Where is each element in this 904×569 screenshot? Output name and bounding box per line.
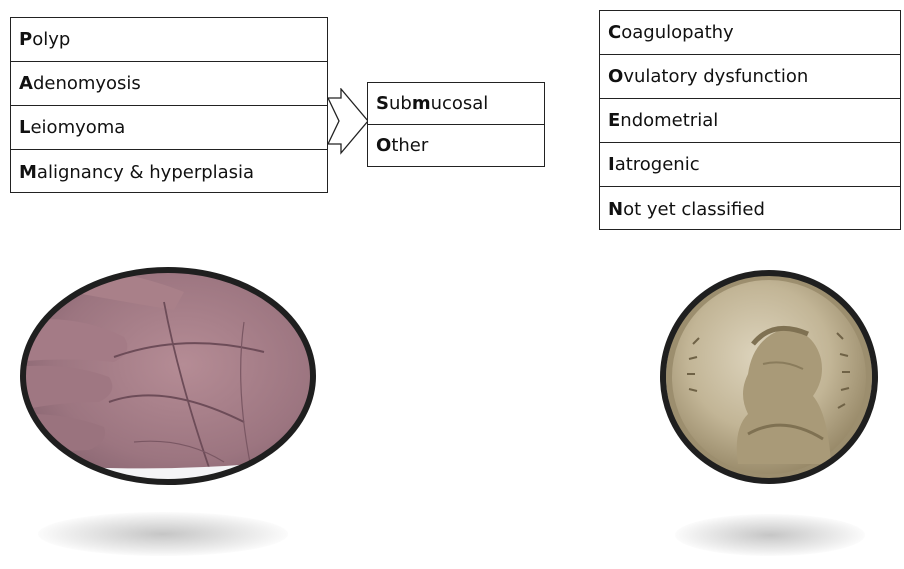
sub-bold: S (376, 93, 389, 114)
coin-photo-icon (653, 264, 885, 490)
palm-rest: eiomyoma (30, 117, 125, 138)
palm-initial: M (19, 162, 37, 183)
coin-image (653, 264, 885, 494)
palm-list: Polyp Adenomyosis Leiomyoma Malignancy &… (10, 17, 328, 193)
palm-photo-icon (14, 262, 322, 490)
coein-rest: atrogenic (615, 154, 700, 175)
palm-shadow (38, 512, 288, 556)
palm-rest: olyp (32, 29, 70, 50)
palm-image (14, 262, 322, 494)
coein-item-ovulatory: Ovulatory dysfunction (600, 55, 900, 99)
coein-item-coagulopathy: Coagulopathy (600, 11, 900, 55)
palm-rest: denomyosis (33, 73, 141, 94)
palm-initial: P (19, 29, 32, 50)
coein-rest: ndometrial (620, 110, 718, 131)
palm-rest: alignancy & hyperplasia (37, 162, 254, 183)
arrow-icon (327, 88, 369, 158)
sub-text: ther (391, 135, 428, 156)
coein-item-not-classified: Not yet classified (600, 187, 900, 231)
sub-text: ub (389, 93, 412, 114)
coein-list: Coagulopathy Ovulatory dysfunction Endom… (599, 10, 901, 230)
coein-initial: C (608, 22, 621, 43)
coein-item-endometrial: Endometrial (600, 99, 900, 143)
sub-text: ucosal (431, 93, 489, 114)
coein-rest: oagulopathy (621, 22, 733, 43)
coin-shadow (675, 514, 865, 556)
palm-item-malignancy: Malignancy & hyperplasia (11, 150, 327, 194)
sub-item-submucosal: Submucosal (368, 83, 544, 125)
sub-bold: O (376, 135, 391, 156)
sub-item-other: Other (368, 125, 544, 167)
coein-rest: vulatory dysfunction (623, 66, 808, 87)
palm-item-adenomyosis: Adenomyosis (11, 62, 327, 106)
coein-initial: E (608, 110, 620, 131)
palm-initial: A (19, 73, 33, 94)
palm-initial: L (19, 117, 30, 138)
leiomyoma-subtype-list: Submucosal Other (367, 82, 545, 167)
sub-bold: m (412, 93, 431, 114)
palm-item-leiomyoma: Leiomyoma (11, 106, 327, 150)
coein-rest: ot yet classified (623, 199, 765, 220)
coein-initial: O (608, 66, 623, 87)
palm-item-polyp: Polyp (11, 18, 327, 62)
coein-initial: N (608, 199, 623, 220)
coein-item-iatrogenic: Iatrogenic (600, 143, 900, 187)
coein-initial: I (608, 154, 615, 175)
